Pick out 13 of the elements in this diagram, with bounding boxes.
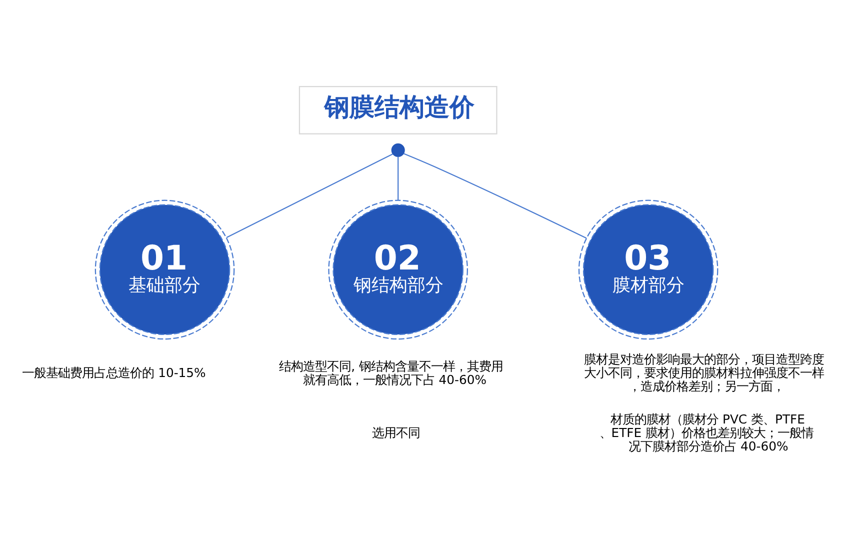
node-label: 材质的膜材（膜材分 PVC 类、PTFE、ETFE 膜材）价格也差别较大；一般情况下膜材部分造价占 40-60% — [599, 411, 814, 454]
node-label: 结构造型不同, 钢结构含量不一样，其费用就有高低，一般情况下占 40-60% — [279, 358, 504, 387]
node-circle: 02 钢结构部分 — [328, 200, 468, 340]
node-circle — [391, 143, 405, 157]
connector — [226, 154, 394, 238]
node-circle: 03 膜材部分 — [578, 200, 718, 340]
node-label: 一般基础费用占总造价的 10-15% — [22, 365, 206, 380]
node-label: 选用不同 — [372, 424, 420, 440]
node-label: 膜材是对造价影响最大的部分，项目造型跨度大小不同，要求使用的膜材料拉伸强度不一样，造成价格差别；另一方面， — [584, 352, 824, 394]
node-box: 钢膜结构造价 — [298, 86, 498, 134]
connector — [404, 153, 587, 239]
node-circle: 01 基础部分 — [94, 200, 235, 340]
connector — [398, 156, 399, 200]
